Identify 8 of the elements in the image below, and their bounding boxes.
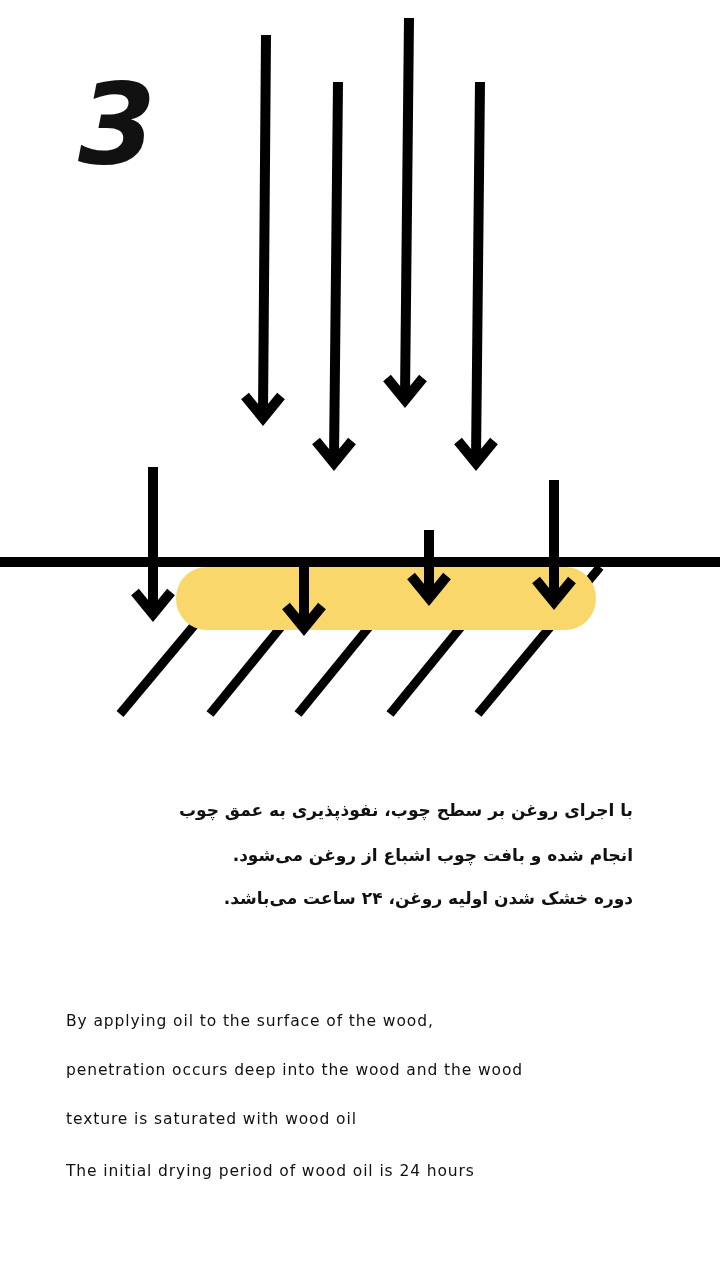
description-text: The initial drying period of wood oil is 24 hours (66, 1162, 475, 1180)
description-text: texture is saturated with wood oil (66, 1110, 357, 1128)
description-text: انجام شده و بافت چوب اشباع از روغن می‌شود. (232, 845, 633, 865)
description-text: penetration occurs deep into the wood and the wood (66, 1061, 524, 1079)
description-text: با اجرای روغن بر سطح چوب، نفوذپذیری به عمق چوب (178, 800, 633, 820)
description-text: دوره خشک شدن اولیه روغن، ۲۴ ساعت می‌باشد. (223, 888, 633, 908)
description-text: By applying oil to the surface of the wood, (66, 1012, 434, 1030)
step-number: 3 (78, 68, 156, 180)
